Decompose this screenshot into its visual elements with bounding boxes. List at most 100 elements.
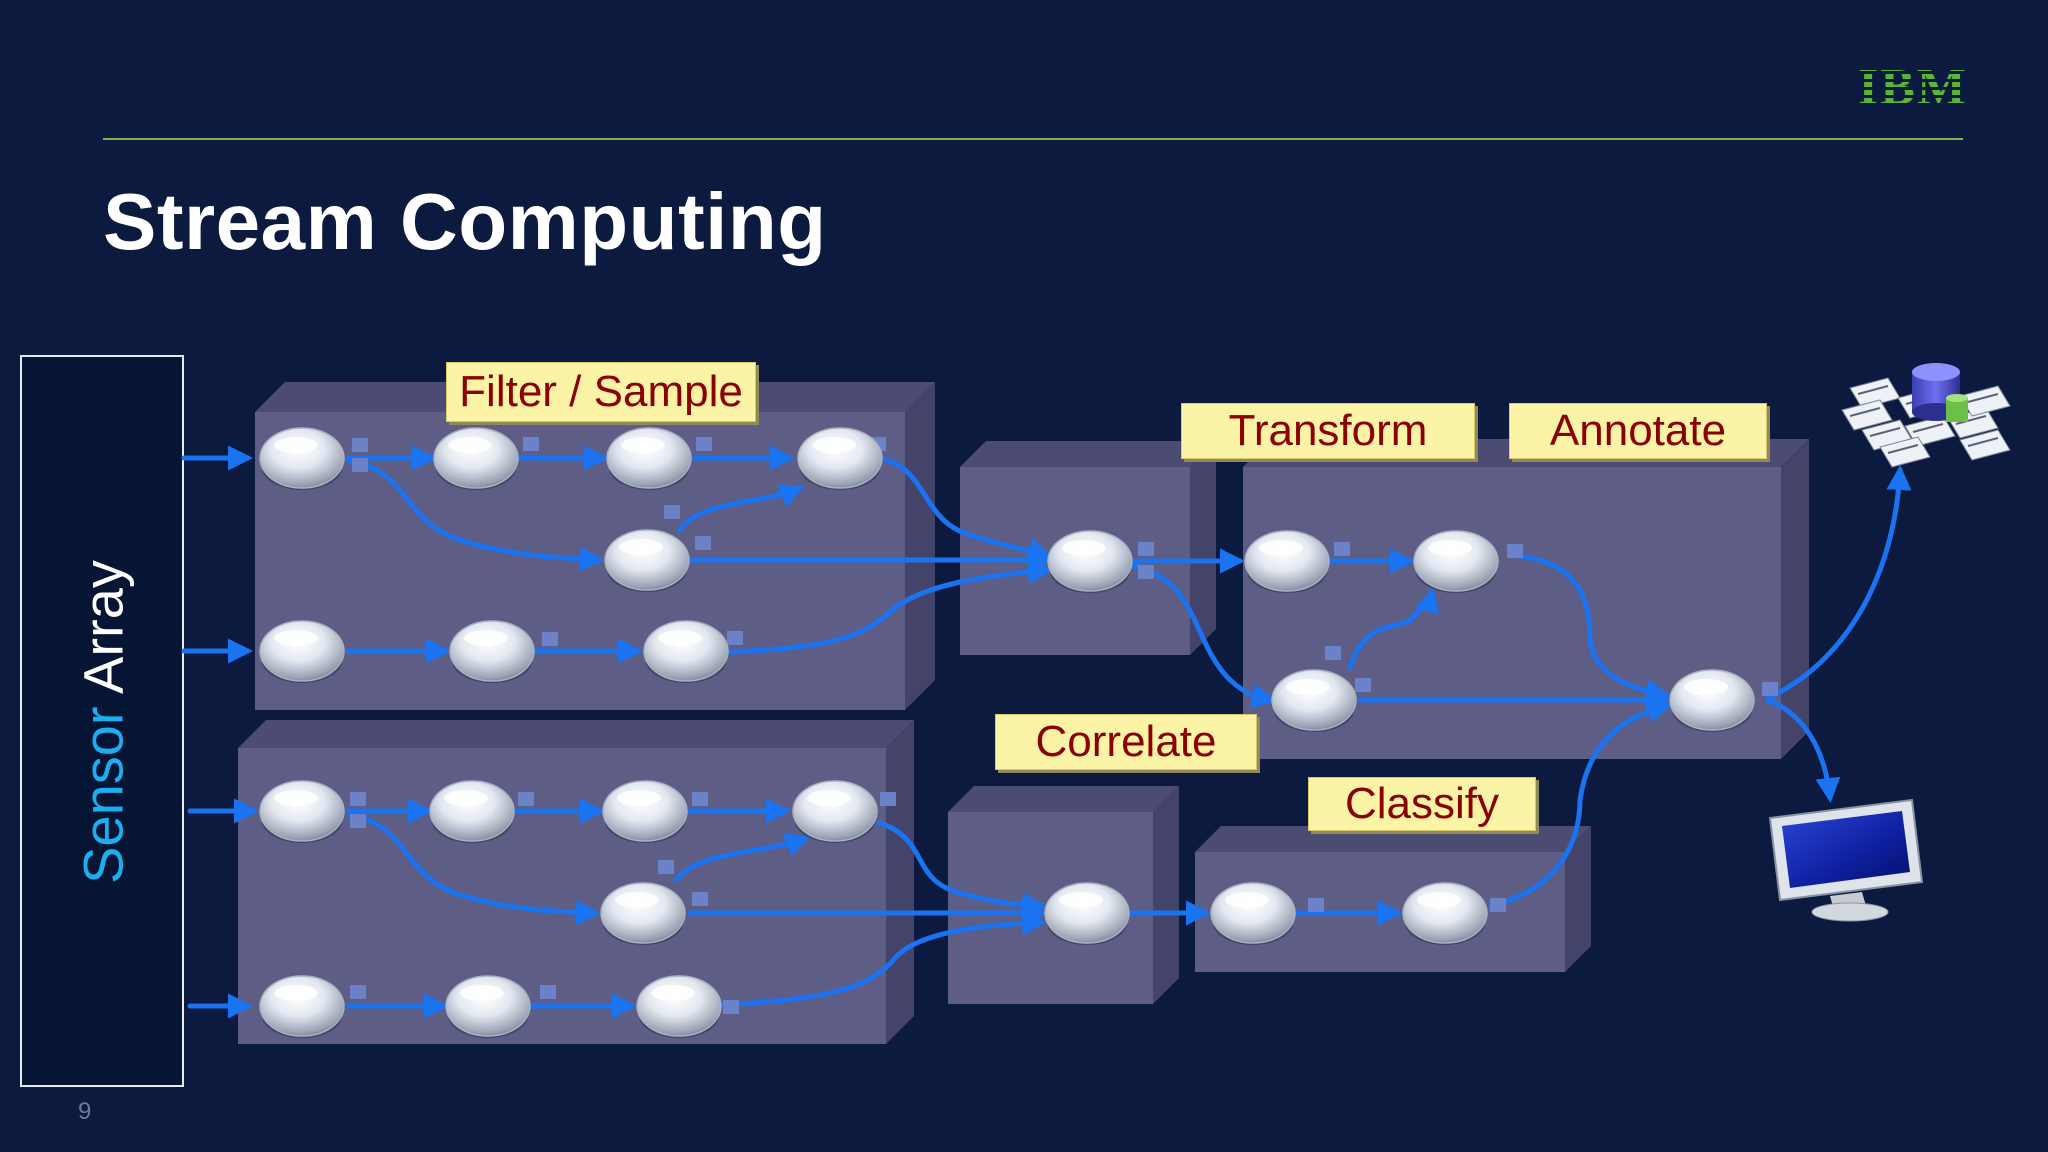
- ibm-logo: IBM: [1858, 59, 1968, 116]
- pe-top-a3-highlight: [621, 437, 665, 453]
- label-annotate: Annotate: [1509, 403, 1767, 459]
- pe-top-a2-highlight: [448, 437, 492, 453]
- port-21: [1334, 542, 1350, 556]
- pe-top-b2-highlight: [464, 630, 508, 646]
- pe-classify-2-dome: [1402, 882, 1488, 944]
- pe-bot-a1-highlight: [274, 790, 318, 806]
- pe-transform-3-highlight: [1286, 679, 1330, 695]
- edge-t-a5-a4: [677, 484, 805, 533]
- pe-top-b1-highlight: [274, 630, 318, 646]
- label-filter-sample: Filter / Sample: [446, 362, 756, 422]
- port-22: [1507, 544, 1523, 558]
- pe-top-a2-dome: [433, 427, 519, 489]
- edge-t-b3-c1: [727, 559, 1053, 655]
- pe-top-a5: [604, 529, 690, 592]
- port-16: [350, 985, 366, 999]
- pe-bot-a3-dome: [602, 780, 688, 842]
- pe-annotate-dome: [1669, 669, 1755, 731]
- pe-bot-b1-highlight: [274, 985, 318, 1001]
- pe-top-a1-dome: [259, 427, 345, 489]
- pe-correlate-2: [1044, 882, 1130, 945]
- port-2: [523, 437, 539, 451]
- db-doc-line-3: [1912, 423, 1944, 433]
- pe-bot-b3-dome: [636, 975, 722, 1037]
- pe-bot-b1-dome: [259, 975, 345, 1037]
- db-doc-line-7: [1967, 437, 1999, 447]
- pe-correlate-1-highlight: [1062, 540, 1106, 556]
- pe-bot-a2-dome: [429, 780, 515, 842]
- port-27: [1490, 898, 1506, 912]
- pe-transform-3-dome: [1271, 669, 1357, 731]
- label-transform: Transform: [1181, 403, 1475, 459]
- port-0: [352, 438, 368, 452]
- edge-b-a1-a5: [347, 812, 601, 925]
- pe-top-a2: [433, 427, 519, 490]
- label-correlate: Correlate: [995, 714, 1257, 770]
- pe-top-b3: [643, 620, 729, 683]
- monitor-base: [1811, 902, 1889, 922]
- port-14: [658, 860, 674, 874]
- port-5: [664, 505, 680, 519]
- pe-annotate: [1669, 669, 1755, 732]
- port-7: [542, 632, 558, 646]
- slide-title: Stream Computing: [103, 177, 827, 266]
- header-rule: [103, 138, 1963, 140]
- filter-box-top-side: [905, 382, 935, 710]
- pe-classify-2-highlight: [1417, 892, 1461, 908]
- monitor-icon: [1768, 798, 1924, 922]
- db-doc-line-2: [1869, 427, 1901, 437]
- port-25: [1762, 682, 1778, 696]
- port-24: [1355, 678, 1371, 692]
- db-doc-line-8: [1887, 444, 1919, 454]
- filter-box-bottom-top: [238, 720, 914, 748]
- pe-top-b1-dome: [259, 620, 345, 682]
- port-20: [1138, 565, 1154, 579]
- port-1: [352, 458, 368, 472]
- pe-bot-b2-highlight: [460, 985, 504, 1001]
- pe-transform-1-dome: [1244, 530, 1330, 592]
- port-19: [1138, 542, 1154, 556]
- pe-bot-a3-highlight: [617, 790, 661, 806]
- port-17: [540, 985, 556, 999]
- pe-top-a4-dome: [797, 427, 883, 489]
- pe-bot-a5-dome: [600, 882, 686, 944]
- pe-top-a5-dome: [604, 529, 690, 591]
- correlate-box-top-side: [1190, 441, 1216, 655]
- pe-bot-a5: [600, 882, 686, 945]
- edge-b-b3-c2: [717, 910, 1047, 1008]
- sensor-array-box: [20, 355, 184, 1087]
- pe-bot-b2-dome: [445, 975, 531, 1037]
- db-small-body: [1946, 398, 1968, 422]
- pe-top-a5-highlight: [619, 539, 663, 555]
- db-doc-line-0: [1857, 385, 1889, 395]
- pe-bot-a2-highlight: [444, 790, 488, 806]
- edge-t3-t2: [1347, 587, 1440, 671]
- pe-top-b3-highlight: [658, 630, 702, 646]
- pe-transform-2-highlight: [1428, 540, 1472, 556]
- pe-transform-1-highlight: [1259, 540, 1303, 556]
- port-13: [880, 792, 896, 806]
- pe-bot-a4-highlight: [807, 790, 851, 806]
- port-12: [692, 792, 708, 806]
- pe-bot-b3-highlight: [651, 985, 695, 1001]
- pe-bot-a4-dome: [792, 780, 878, 842]
- pe-classify-2: [1402, 882, 1488, 945]
- port-8: [727, 631, 743, 645]
- pe-classify-1-dome: [1210, 882, 1296, 944]
- pe-annotate-highlight: [1684, 679, 1728, 695]
- port-15: [692, 892, 708, 906]
- edge-ann-db: [1765, 465, 1912, 701]
- pe-top-b2-dome: [449, 620, 535, 682]
- pe-top-b1: [259, 620, 345, 683]
- port-26: [1308, 898, 1324, 912]
- pe-bot-a2: [429, 780, 515, 843]
- db-doc-line-1: [1849, 407, 1881, 417]
- page-number: 9: [78, 1098, 92, 1125]
- correlate-box-bottom-top: [948, 786, 1179, 812]
- label-classify: Classify: [1308, 777, 1536, 831]
- pe-bot-b3: [636, 975, 722, 1038]
- db-doc-line-4: [1955, 415, 1987, 425]
- edge-k2-ann: [1487, 697, 1673, 909]
- pe-transform-3: [1271, 669, 1357, 732]
